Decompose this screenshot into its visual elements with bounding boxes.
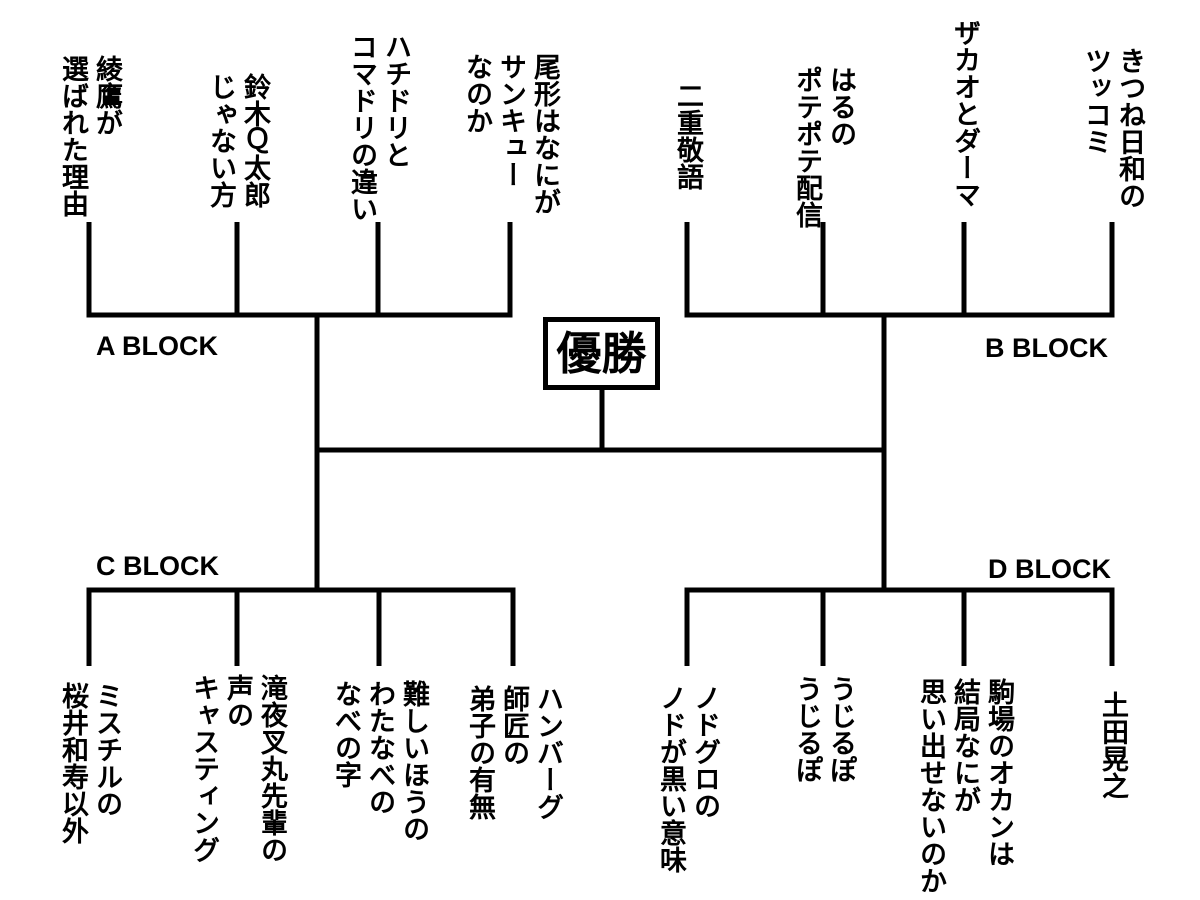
b-block-label: B BLOCK [985,333,1108,363]
bracket-entry-a1: 綾鷹が 選ばれた理由 [57,55,122,217]
bracket-entry-c4: ハンバーグ 師匠の 弟子の有無 [464,685,563,820]
d-block-label: D BLOCK [988,554,1111,584]
bracket-entry-d4: 土田晃之 [1097,691,1128,799]
bracket-entry-d2: うじるぽ うじるぽ [791,675,856,783]
bracket-entry-c3: 難しいほうの わたなべの なべの字 [330,680,429,842]
bracket-entry-b3: ザカオとダーマ [949,19,980,208]
bracket-entry-b4: きつね日和の ツッコミ [1080,47,1145,209]
bracket-entry-a2: 鈴木Ｑ太郎 じゃない方 [205,73,270,208]
bracket-entry-d1: ノドグロの ノドが黒い意味 [655,684,720,873]
c-block-label: C BLOCK [96,551,219,581]
center-connectors [314,315,887,593]
champion-label: 優勝 [556,327,647,380]
d-block-bracket [684,587,1115,666]
champion-box: 優勝 [543,317,660,390]
bracket-entry-a4: 尾形はなにが サンキュー なのか [461,53,560,215]
a-block-bracket [86,222,513,318]
b-block-bracket [684,222,1115,318]
bracket-entry-d3: 駒場のオカンは 結局なにが 思い出せないのか [915,678,1014,894]
c-block-bracket [86,587,516,666]
bracket-entry-b2: はるの ポテポテ配信 [791,66,856,228]
bracket-entry-b1: 二重敬語 [672,82,703,190]
bracket-entry-a3: ハチドリと コマドリの違い [346,33,411,222]
bracket-entry-c1: ミスチルの 桜井和寿以外 [57,682,122,844]
bracket-entry-c2: 滝夜叉丸先輩の 声の キャスティング [188,674,287,863]
a-block-label: A BLOCK [96,331,218,361]
